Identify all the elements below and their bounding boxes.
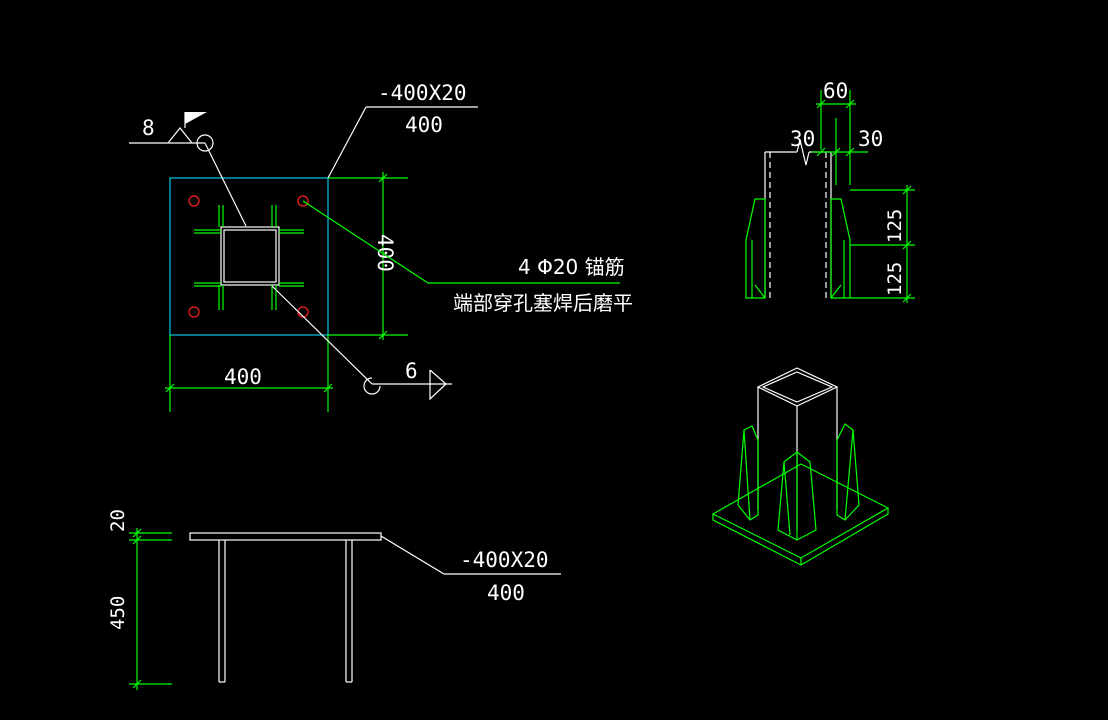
plan-dim-right: 400 <box>373 234 397 272</box>
elevation-plate-spec: -400X20 <box>460 548 549 572</box>
plan-dim-bottom: 400 <box>224 365 262 389</box>
elevation-leader <box>380 535 561 575</box>
column-inner <box>223 229 277 283</box>
plan-view: 400 400 -400X20 400 8 <box>129 81 633 412</box>
plan-plate-spec: -400X20 <box>378 81 467 105</box>
weld-size-top: 8 <box>142 116 155 140</box>
column-outer <box>220 226 280 286</box>
anchor-spec: 4 Φ20 锚筋 <box>518 255 625 279</box>
weld-symbol-bottom <box>271 285 452 401</box>
detail-dim-left: 30 <box>790 127 815 151</box>
elevation-dim-plate: 20 <box>107 509 129 532</box>
detail-dim-top: 60 <box>823 79 848 103</box>
iso-base-plate <box>711 463 890 566</box>
elevation-dim-lines <box>129 528 172 690</box>
plate-leader <box>327 106 478 179</box>
weld-size-bottom: 6 <box>405 359 418 383</box>
base-plate-outline <box>169 177 329 336</box>
anchor-hole-bottom-right <box>297 306 309 318</box>
plan-dim-bottom-lines <box>165 335 333 412</box>
detail-stiffeners <box>745 198 851 299</box>
weld-flag-icon <box>185 112 207 124</box>
detail-column <box>764 139 832 298</box>
detail-dim-upper: 125 <box>884 209 906 243</box>
anchor-note: 端部穿孔塞焊后磨平 <box>453 291 633 315</box>
isometric-view <box>711 367 890 566</box>
anchor-hole-top-left <box>188 195 200 207</box>
elevation-dim-height: 450 <box>107 596 129 630</box>
stiffener-ribs <box>194 205 304 310</box>
section-detail: 60 30 30 125 125 <box>745 79 915 303</box>
anchor-hole-top-right <box>297 195 309 207</box>
detail-dims <box>812 90 915 303</box>
elevation-view: -400X20 400 20 450 <box>107 509 561 690</box>
iso-stiffeners <box>737 423 860 541</box>
anchor-leader <box>302 200 620 284</box>
elevation-plate <box>189 532 382 541</box>
plan-plate-width: 400 <box>405 113 443 137</box>
detail-dim-lower: 125 <box>884 262 906 296</box>
detail-dim-right: 30 <box>858 127 883 151</box>
elevation-anchor-bars <box>218 540 353 683</box>
plan-dim-right-lines <box>328 172 408 340</box>
anchor-hole-bottom-left <box>188 306 200 318</box>
elevation-plate-width: 400 <box>487 581 525 605</box>
